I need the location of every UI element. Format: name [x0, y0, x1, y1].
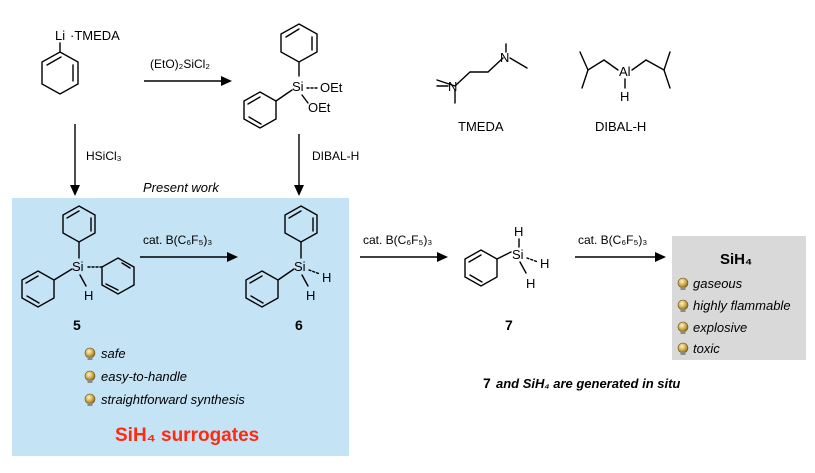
si-h-7c: H [526, 276, 535, 291]
compound-5-number: 5 [73, 317, 81, 333]
hazard-item: gaseous [693, 276, 743, 291]
tmeda-structure: N N TMEDA [436, 43, 528, 134]
cat-label-2: cat. B(C₆F₅)₃ [363, 233, 432, 247]
dibalh-structure: Al H DIBAL-H [579, 51, 671, 134]
surrogate-property-list: safe easy-to-handle straightforward synt… [84, 346, 245, 407]
si-h-7a: H [514, 224, 523, 239]
si-h-6a: H [322, 270, 331, 285]
oet-1: OEt [320, 80, 343, 95]
reagent-mid-down: DIBAL-H [312, 149, 359, 163]
dibalh-label: DIBAL-H [595, 119, 646, 134]
compound-6-number: 6 [295, 317, 303, 333]
cat-label-3: cat. B(C₆F₅)₃ [578, 233, 647, 247]
si-atom: Si [292, 79, 304, 94]
start-lithium-diene: Li ·TMEDA [41, 28, 120, 95]
n-atom-1: N [448, 79, 457, 94]
li-atom: Li [55, 28, 65, 43]
in-situ-number: 7 [483, 375, 491, 391]
surrogates-heading: SiH₄ surrogates [115, 425, 259, 446]
diethoxy-silane: Si OEt OEt [243, 23, 343, 129]
oet-2: OEt [308, 100, 331, 115]
si-h-6b: H [306, 288, 315, 303]
property-item: easy-to-handle [101, 369, 187, 384]
si-atom-7: Si [512, 247, 524, 262]
al-atom: Al [619, 64, 631, 79]
hazard-item: explosive [693, 320, 747, 335]
compound-7-number: 7 [505, 317, 513, 333]
property-item: safe [101, 346, 126, 361]
compound-6: Si H H [245, 205, 331, 308]
si-h-5: H [84, 288, 93, 303]
hazard-item: toxic [693, 341, 720, 356]
si-h-7b: H [540, 256, 549, 271]
si-atom-5: Si [72, 259, 84, 274]
reagent-left-down: HSiCl₃ [86, 149, 122, 163]
sih4-hazard-list: gaseous highly flammable explosive toxic [677, 276, 791, 356]
reagent-top: (EtO)₂SiCl₂ [150, 57, 210, 71]
in-situ-text: and SiH₄ are generated in situ [496, 376, 680, 391]
tmeda-label: TMEDA [458, 119, 504, 134]
compound-5: Si H [21, 205, 135, 308]
present-work-label: Present work [143, 180, 220, 195]
sih4-hazard-box [672, 236, 806, 360]
sih4-title: SiH₄ [720, 251, 752, 268]
compound-7: Si H H H [464, 224, 549, 291]
al-h: H [620, 89, 629, 104]
present-work-panel [12, 198, 349, 456]
hazard-item: highly flammable [693, 298, 791, 313]
cat-label-1: cat. B(C₆F₅)₃ [143, 233, 212, 247]
property-item: straightforward synthesis [101, 392, 245, 407]
tmeda-dot-label: ·TMEDA [70, 28, 120, 43]
n-atom-2: N [500, 50, 509, 65]
si-atom-6: Si [294, 259, 306, 274]
